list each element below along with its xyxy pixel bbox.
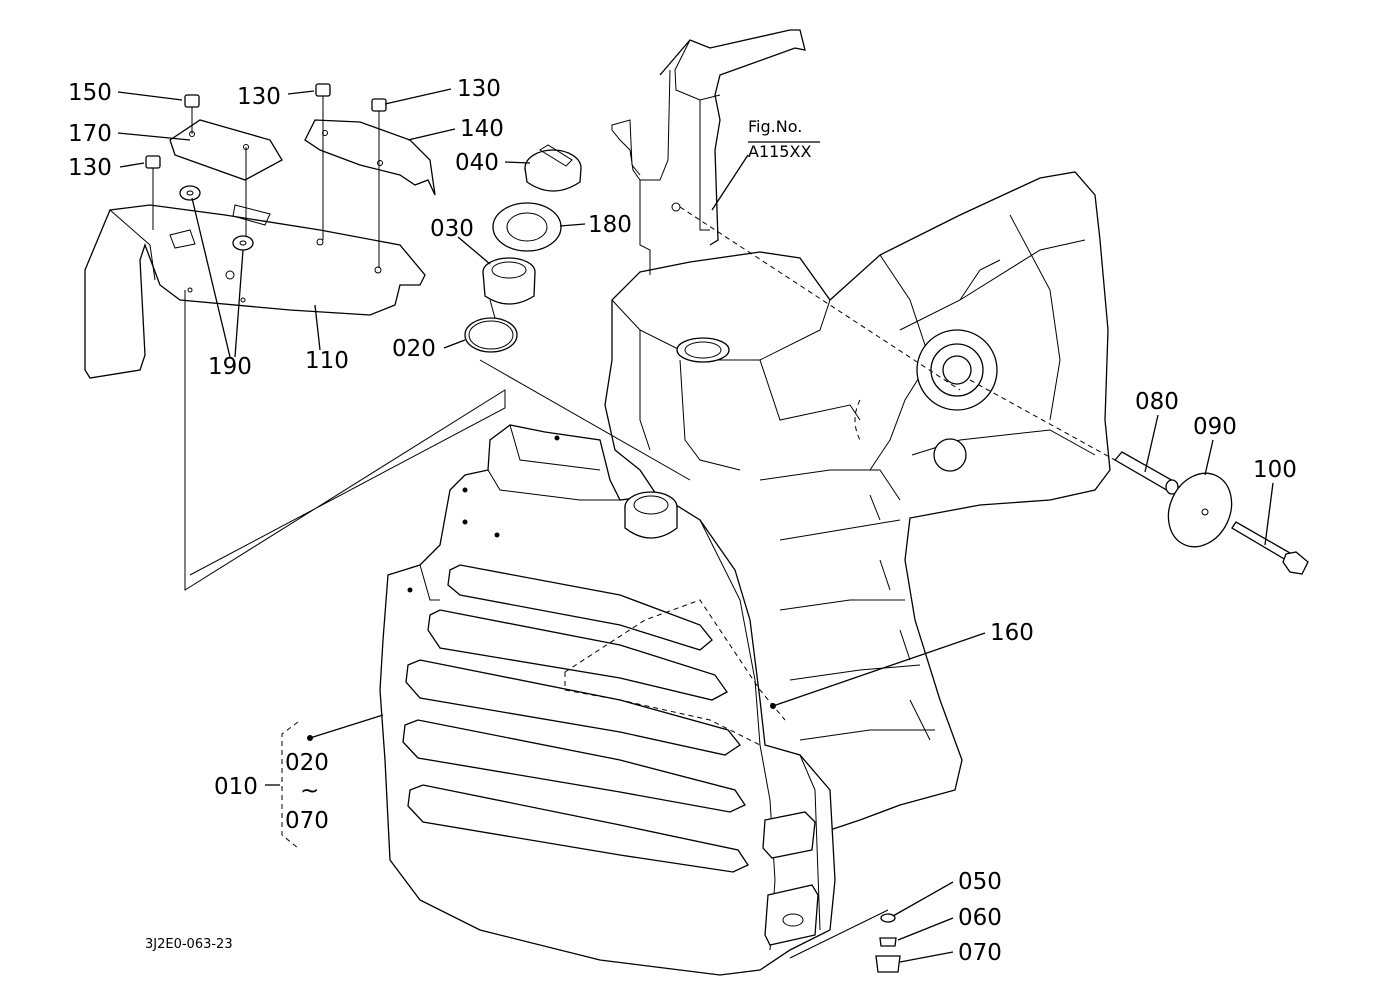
part-labels: 150 130 130 170 130 140 040 180 030 020 … xyxy=(68,76,1297,966)
drawing-number: 3J2E0-063-23 xyxy=(145,937,233,952)
assembly-guide-lines xyxy=(184,290,691,591)
label-130-top: 130 xyxy=(237,84,281,110)
fuel-tank xyxy=(379,399,861,976)
cover-plate-170 xyxy=(169,119,283,181)
label-060: 060 xyxy=(958,905,1002,931)
label-180: 180 xyxy=(588,212,632,238)
label-090: 090 xyxy=(1193,414,1237,440)
label-050: 050 xyxy=(958,869,1002,895)
fuel-cap-040 xyxy=(524,144,582,192)
label-070: 070 xyxy=(958,940,1002,966)
washer-090 xyxy=(1167,472,1233,548)
label-070-range: 070 xyxy=(285,808,329,834)
label-190: 190 xyxy=(208,354,252,380)
label-140: 140 xyxy=(460,116,504,142)
leader-lines xyxy=(117,88,1274,963)
gasket-180 xyxy=(492,202,562,252)
range-bracket-010 xyxy=(265,721,299,849)
label-150: 150 xyxy=(68,80,112,106)
label-030: 030 xyxy=(430,216,474,242)
tank-cover-110 xyxy=(84,204,426,379)
o-ring-020 xyxy=(464,317,518,353)
bracket xyxy=(611,29,961,391)
label-130-right: 130 xyxy=(457,76,501,102)
label-130-left: 130 xyxy=(68,155,112,181)
bolts-130-150 xyxy=(145,83,387,268)
bolt-100 xyxy=(969,379,1309,575)
cover-plate-140 xyxy=(304,119,436,196)
label-020: 020 xyxy=(392,336,436,362)
label-100: 100 xyxy=(1253,457,1297,483)
fig-ref-line1: Fig.No. xyxy=(748,117,802,136)
fig-ref-line2: A115XX xyxy=(748,142,811,161)
label-080: 080 xyxy=(1135,389,1179,415)
label-170: 170 xyxy=(68,121,112,147)
label-110: 110 xyxy=(305,348,349,374)
label-range-tilde: ~ xyxy=(300,778,319,804)
transmission-housing xyxy=(604,171,1111,831)
label-160: 160 xyxy=(990,620,1034,646)
collar-080 xyxy=(1113,451,1179,495)
filler-neck-030 xyxy=(482,257,536,305)
label-040: 040 xyxy=(455,150,499,176)
label-020-range: 020 xyxy=(285,750,329,776)
drain-parts xyxy=(782,909,901,973)
label-010: 010 xyxy=(214,774,258,800)
